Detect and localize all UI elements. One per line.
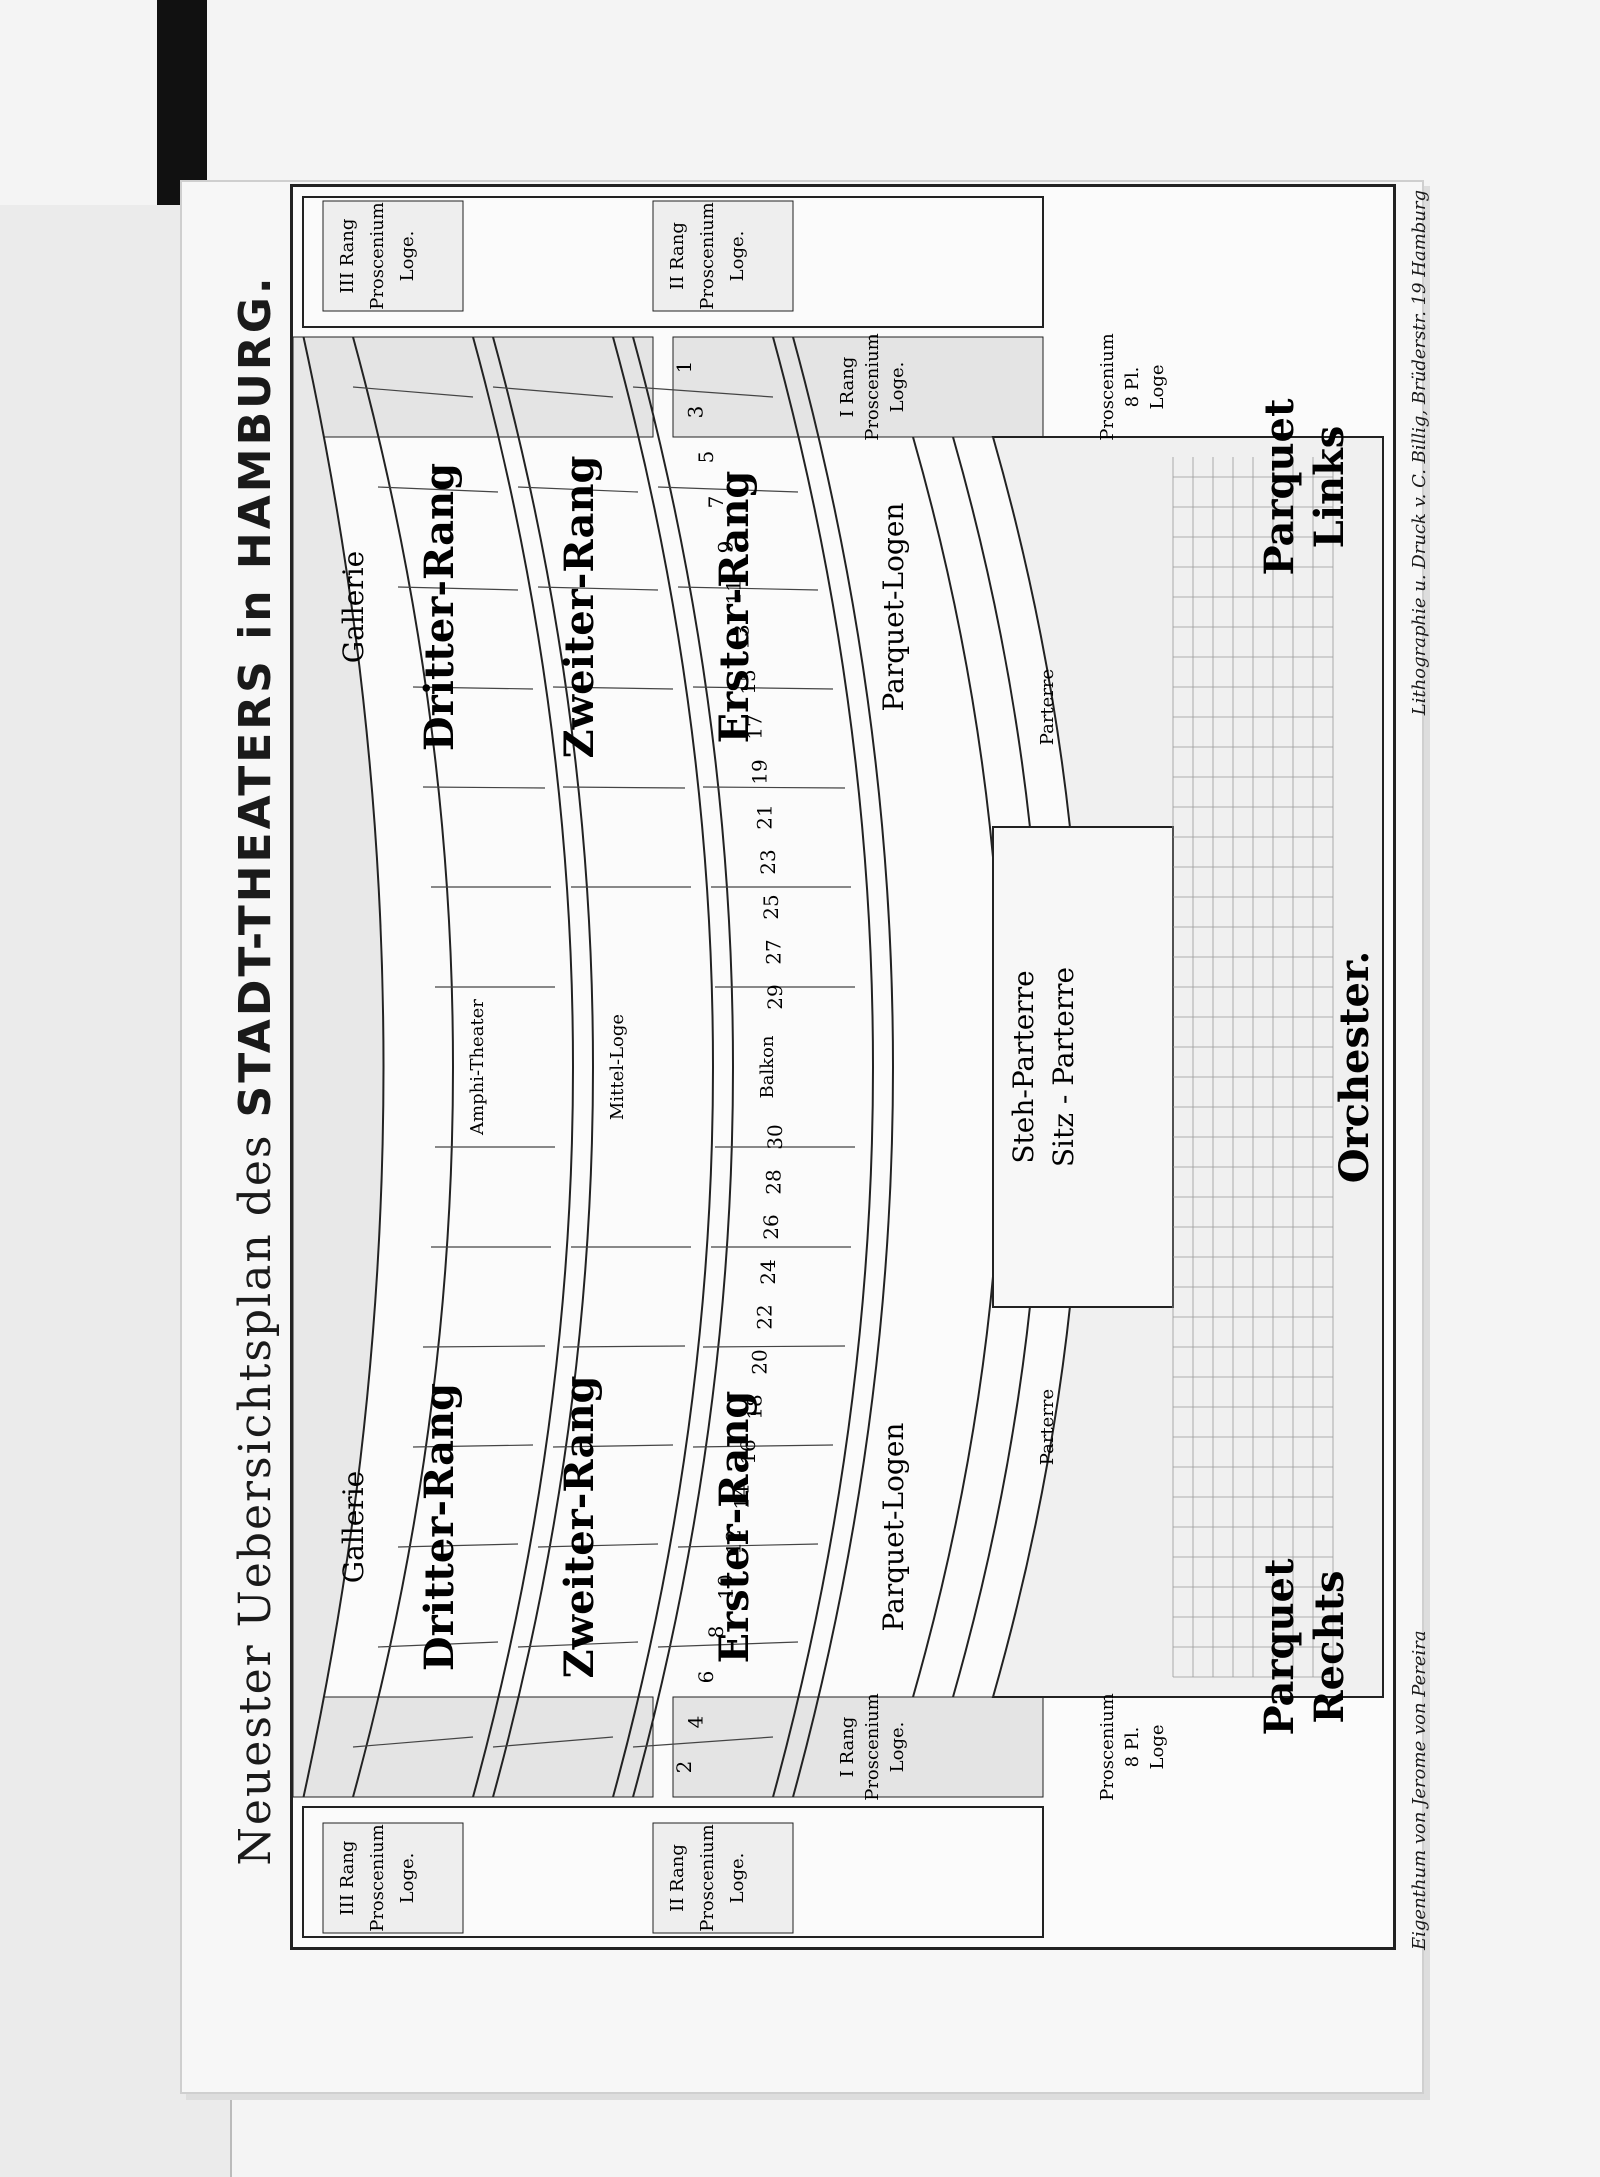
seat-number: 1: [672, 361, 696, 374]
seat-number: 26: [759, 1214, 783, 1239]
label-galerie-right: Gallerie: [337, 551, 370, 663]
label-sitz-parterre: Sitz - Parterre: [1047, 967, 1080, 1167]
seat-number: 6: [694, 1671, 718, 1684]
seat-number: 9: [713, 541, 737, 554]
seat-number: 25: [759, 894, 783, 919]
seat-number: 17: [742, 714, 766, 739]
box-iii-rang-left-1: III Rang: [337, 1841, 358, 1916]
seat-number: 8: [704, 1626, 728, 1639]
label-parquet-left: Parquet: [1256, 1558, 1303, 1735]
seat-number: 27: [762, 939, 786, 964]
label-parterre-left: Parterre: [1037, 1389, 1058, 1465]
box-ii-rang-left-3: Loge.: [727, 1853, 748, 1904]
box-parquet-right-1: Proscenium: [1097, 333, 1118, 441]
parquet-grid: [991, 436, 1384, 1698]
page-title: Neuester Uebersichtsplan des STADT-THEAT…: [230, 190, 290, 1950]
seat-number: 5: [694, 451, 718, 464]
box-i-rang-right-3: Loge.: [887, 362, 908, 413]
seat-number: 10: [713, 1574, 737, 1599]
seat-number: 2: [672, 1761, 696, 1774]
box-ii-rang-left-1: II Rang: [667, 1844, 688, 1912]
seat-number: 18: [742, 1394, 766, 1419]
label-mittel-loge: Mittel-Loge: [607, 1014, 628, 1120]
box-ii-rang-left-2: Proscenium: [697, 1824, 718, 1932]
box-iii-rang-left-3: Loge.: [397, 1853, 418, 1904]
box-parquet-left-2: 8 Pl.: [1122, 1727, 1143, 1768]
label-galerie-left: Gallerie: [337, 1471, 370, 1583]
seat-number: 20: [748, 1349, 772, 1374]
seat-number: 19: [748, 759, 772, 784]
seat-number: 23: [756, 849, 780, 874]
seat-number: 4: [683, 1716, 707, 1729]
box-i-rang-left-2: Proscenium: [862, 1693, 883, 1801]
label-erster-rang-right: Erster-Rang: [711, 471, 758, 744]
box-ii-rang-right-1: II Rang: [667, 222, 688, 290]
seat-number: 13: [729, 624, 753, 649]
box-parquet-right-2: 8 Pl.: [1122, 367, 1143, 408]
label-links: Links: [1306, 426, 1353, 549]
seat-number: 22: [752, 1304, 776, 1329]
box-parquet-left-1: Proscenium: [1097, 1693, 1118, 1801]
box-iii-rang-right-1: III Rang: [337, 219, 358, 294]
label-balkon: Balkon: [757, 1035, 778, 1098]
title-main: STADT-THEATERS in HAMBURG.: [230, 274, 281, 1118]
box-ii-rang-right-2: Proscenium: [697, 202, 718, 310]
label-parquet-logen-right: Parquet-Logen: [877, 503, 910, 712]
box-i-rang-left-3: Loge.: [887, 1722, 908, 1773]
seat-numbers-links: 29 27 25 23 21 19 17 15 13 11 9 7 5 3 1: [672, 361, 787, 1010]
box-dividers: [352, 386, 855, 1748]
seat-number: 12: [722, 1529, 746, 1554]
seat-number: 24: [756, 1259, 780, 1284]
seat-number: 30: [763, 1124, 787, 1149]
box-iii-rang-left-2: Proscenium: [367, 1824, 388, 1932]
title-prefix: Neuester Uebersichtsplan des: [230, 1133, 281, 1866]
label-zweiter-rang-right: Zweiter-Rang: [556, 455, 603, 758]
label-erster-rang-left: Erster-Rang: [711, 1391, 758, 1664]
seat-number: 3: [683, 406, 707, 419]
label-parquet-logen-left: Parquet-Logen: [877, 1423, 910, 1632]
label-rechts: Rechts: [1306, 1570, 1353, 1723]
label-parquet-right: Parquet: [1256, 398, 1303, 575]
seating-plan: Gallerie Gallerie Dritter-Rang Dritter-R…: [290, 184, 1396, 1950]
seat-number: 21: [752, 804, 776, 829]
box-parquet-right-3: Loge: [1147, 365, 1168, 410]
seat-number: 11: [722, 579, 746, 604]
printer-credit: Lithographie u. Druck v. C. Billig, Brüd…: [1409, 190, 1430, 716]
box-ii-rang-right-3: Loge.: [727, 231, 748, 282]
label-steh-parterre: Steh-Parterre: [1007, 970, 1040, 1163]
seat-number: 28: [762, 1169, 786, 1194]
label-zweiter-rang-left: Zweiter-Rang: [556, 1375, 603, 1678]
box-i-rang-right-2: Proscenium: [862, 333, 883, 441]
seat-number: 29: [763, 984, 787, 1009]
seat-number: 14: [729, 1484, 753, 1509]
label-orchester: Orchester.: [1331, 951, 1378, 1184]
seat-number: 7: [704, 496, 728, 509]
box-i-rang-left-1: I Rang: [837, 1717, 858, 1778]
film-frame-edge: [157, 0, 207, 205]
plan-sheet: Neuester Uebersichtsplan des STADT-THEAT…: [230, 140, 1430, 1990]
right-proscenium: [302, 196, 1044, 438]
box-parquet-left-3: Loge: [1147, 1725, 1168, 1770]
seat-number: 15: [736, 669, 760, 694]
label-parterre-right: Parterre: [1037, 669, 1058, 745]
label-amphi-theater: Amphi-Theater: [467, 999, 488, 1136]
label-dritter-rang-right: Dritter-Rang: [416, 463, 463, 751]
owner-credit: Eigenthum von Jerome von Pereira: [1409, 1630, 1430, 1950]
box-i-rang-right-1: I Rang: [837, 357, 858, 418]
seating-plan-drawing: Gallerie Gallerie Dritter-Rang Dritter-R…: [292, 196, 1384, 1938]
seat-number: 16: [736, 1439, 760, 1464]
left-proscenium: [302, 1696, 1044, 1938]
label-dritter-rang-left: Dritter-Rang: [416, 1383, 463, 1671]
box-iii-rang-right-3: Loge.: [397, 231, 418, 282]
box-iii-rang-right-2: Proscenium: [367, 202, 388, 310]
